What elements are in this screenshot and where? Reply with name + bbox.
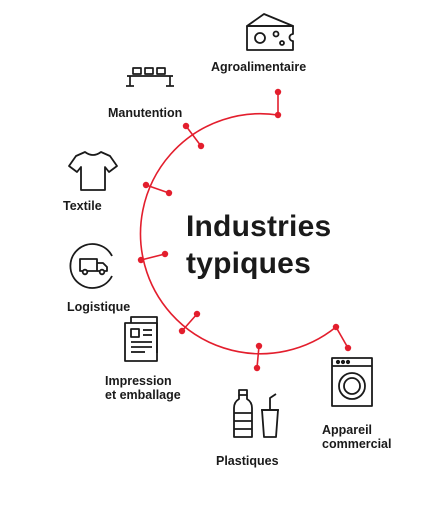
label-line: Impression — [105, 374, 172, 388]
arc-line — [139, 112, 337, 355]
industry-label-textile: Textile — [63, 199, 102, 213]
industry-label-manutention: Manutention — [108, 106, 183, 120]
delivery-truck-icon — [68, 240, 118, 290]
industry-label-agroalimentaire: Agroalimentaire — [211, 60, 307, 74]
industry-label-plastiques: Plastiques — [216, 454, 279, 468]
printed-document-icon — [123, 315, 161, 363]
tshirt-icon — [68, 150, 118, 192]
label-line: Appareil — [322, 423, 373, 437]
label-line: commercial — [322, 437, 392, 451]
title-line-1: Industries — [186, 210, 332, 243]
label-line: et emballage — [105, 388, 181, 402]
industry-label-logistique: Logistique — [67, 300, 131, 314]
diagram-title: Industries typiques — [186, 208, 331, 282]
title-line-2: typiques — [186, 247, 311, 280]
washing-machine-icon — [330, 356, 374, 408]
conveyor-icon — [125, 66, 175, 88]
plastic-bottles-icon — [230, 388, 284, 440]
industry-label-appareil: Appareil commercial — [322, 423, 391, 451]
industry-label-impression: Impression et emballage — [105, 374, 181, 402]
cheese-icon — [244, 12, 296, 52]
